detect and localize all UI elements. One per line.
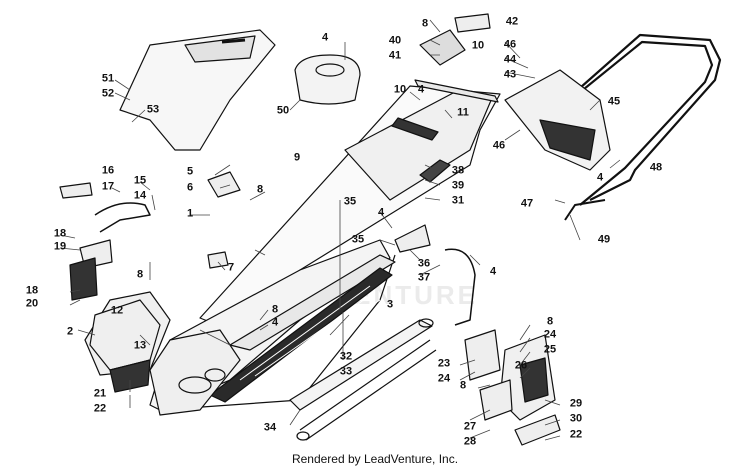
callout-8: 8 <box>546 315 554 328</box>
callout-45: 45 <box>607 95 621 108</box>
callout-18: 18 <box>53 227 67 240</box>
rear-flap <box>504 69 611 171</box>
callout-28: 28 <box>463 435 477 448</box>
callout-29: 29 <box>569 397 583 410</box>
callout-9: 9 <box>293 151 301 164</box>
pad-part-50 <box>294 54 361 105</box>
callout-36: 36 <box>417 257 431 270</box>
part-21 <box>109 359 151 393</box>
rail-bar <box>289 319 433 411</box>
callout-22: 22 <box>93 402 107 415</box>
callout-8: 8 <box>421 17 429 30</box>
callout-27: 27 <box>463 420 477 433</box>
callout-53: 53 <box>146 103 160 116</box>
callout-1: 1 <box>186 207 194 220</box>
callout-41: 41 <box>388 49 402 62</box>
callout-39: 39 <box>451 179 465 192</box>
callout-25: 25 <box>543 343 557 356</box>
callout-47: 47 <box>520 197 534 210</box>
callout-10: 10 <box>471 39 485 52</box>
callout-15: 15 <box>133 174 147 187</box>
callout-3: 3 <box>386 298 394 311</box>
callout-8: 8 <box>271 303 279 316</box>
callout-34: 34 <box>263 421 277 434</box>
callout-43: 43 <box>503 68 517 81</box>
callout-4: 4 <box>377 206 385 219</box>
callout-24: 24 <box>437 372 451 385</box>
part-23-bracket <box>464 329 501 381</box>
callout-35: 35 <box>351 233 365 246</box>
callout-31: 31 <box>451 194 465 207</box>
callout-14: 14 <box>133 189 147 202</box>
callout-16: 16 <box>101 164 115 177</box>
callout-30: 30 <box>569 412 583 425</box>
callout-5: 5 <box>186 165 194 178</box>
part-16 <box>59 182 93 199</box>
callout-4: 4 <box>596 171 604 184</box>
callout-8: 8 <box>136 268 144 281</box>
callout-4: 4 <box>417 83 425 96</box>
callout-13: 13 <box>133 339 147 352</box>
callout-22: 22 <box>569 428 583 441</box>
callout-46: 46 <box>503 38 517 51</box>
callout-19: 19 <box>53 240 67 253</box>
callout-37: 37 <box>417 271 431 284</box>
callout-44: 44 <box>503 53 517 66</box>
callout-4: 4 <box>489 265 497 278</box>
callout-7: 7 <box>227 261 235 274</box>
callout-4: 4 <box>321 31 329 44</box>
callout-20: 20 <box>25 297 39 310</box>
callout-32: 32 <box>339 350 353 363</box>
callout-17: 17 <box>101 180 115 193</box>
callout-8: 8 <box>256 183 264 196</box>
callout-11: 11 <box>457 106 469 119</box>
callout-12: 12 <box>110 304 124 317</box>
running-board <box>229 254 396 351</box>
callout-24: 24 <box>543 328 557 341</box>
seat <box>119 29 276 151</box>
part-30-plate <box>514 414 561 446</box>
callout-21: 21 <box>93 387 107 400</box>
callout-51: 51 <box>101 72 115 85</box>
footer-credit: Rendered by LeadVenture, Inc. <box>291 452 459 466</box>
callout-40: 40 <box>388 34 402 47</box>
callout-46: 46 <box>492 139 506 152</box>
callout-33: 33 <box>339 365 353 378</box>
callout-8: 8 <box>459 379 467 392</box>
callout-50: 50 <box>276 104 290 117</box>
callout-42: 42 <box>505 15 519 28</box>
callout-49: 49 <box>597 233 611 246</box>
callout-23: 23 <box>437 357 451 370</box>
callout-10: 10 <box>393 83 407 96</box>
callout-38: 38 <box>451 164 465 177</box>
callout-4: 4 <box>271 316 279 329</box>
callout-2: 2 <box>66 325 74 338</box>
callout-26: 26 <box>514 359 528 372</box>
callout-52: 52 <box>101 87 115 100</box>
rear-bumper <box>554 33 722 201</box>
callout-18: 18 <box>25 284 39 297</box>
callout-35: 35 <box>343 195 357 208</box>
callout-6: 6 <box>186 181 194 194</box>
callout-48: 48 <box>649 161 663 174</box>
